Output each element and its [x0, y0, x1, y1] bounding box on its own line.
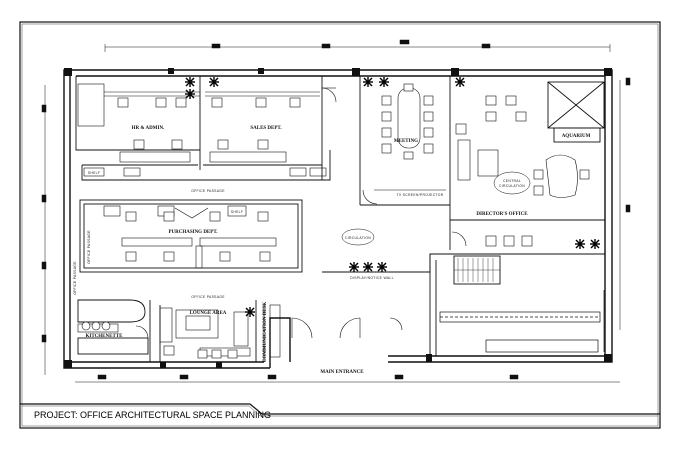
room-label-directors-office: DIRECTOR'S OFFICE [476, 212, 528, 217]
room-label-aquarium: AQUARIUM [562, 134, 591, 139]
room-label-sales-dept: SALES DEPT. [250, 126, 282, 131]
wall-columns [64, 68, 612, 368]
label-display-notice-wall: DISPLAY/NOTICE WALL [350, 276, 394, 280]
label-office-passage-top: OFFICE PASSAGE [191, 189, 225, 193]
chairs [81, 83, 590, 359]
sheet-frame [19, 21, 661, 429]
exterior-walls [63, 69, 613, 369]
room-label-purchasing-dept: PURCHASING DEPT. [168, 230, 218, 235]
circulation-markers [341, 171, 531, 246]
doors [135, 87, 467, 339]
lower-right-counters [439, 290, 605, 353]
label-shelf-top: SHELF [231, 210, 243, 214]
room-label-meeting: MEETING [394, 139, 418, 144]
desks [77, 83, 578, 358]
label-shelf: SHELF [88, 171, 100, 175]
project-title: PROJECT: OFFICE ARCHITECTURAL SPACE PLAN… [34, 410, 271, 420]
label-office-passage-left-2: OFFICE PASSAGE [73, 261, 77, 295]
label-central-circulation-line2: CIRCULATION [499, 184, 525, 188]
room-label-lounge-area: LOUNGE AREA [190, 311, 227, 316]
room-label-hr-admin: HR & ADMIN. [132, 126, 165, 131]
label-tv-screen-projector: TV SCREEN/PROJECTOR [397, 193, 444, 197]
room-label-kitchenette: KITCHENETTE [86, 334, 124, 339]
plants [185, 77, 600, 317]
label-central-circulation-line1: CENTRAL [503, 179, 521, 183]
dimension-lines [41, 39, 631, 383]
label-circulation: CIRCULATION [345, 236, 371, 240]
label-office-passage-left: OFFICE PASSAGE [87, 230, 91, 264]
room-label-communication-desk: COMMUNICATION DESK [263, 302, 268, 363]
label-office-passage-bottom: OFFICE PASSAGE [191, 295, 225, 299]
interior-partitions [75, 76, 605, 362]
stairs [454, 258, 500, 282]
label-main-entrance: MAIN ENTRANCE [320, 370, 364, 375]
